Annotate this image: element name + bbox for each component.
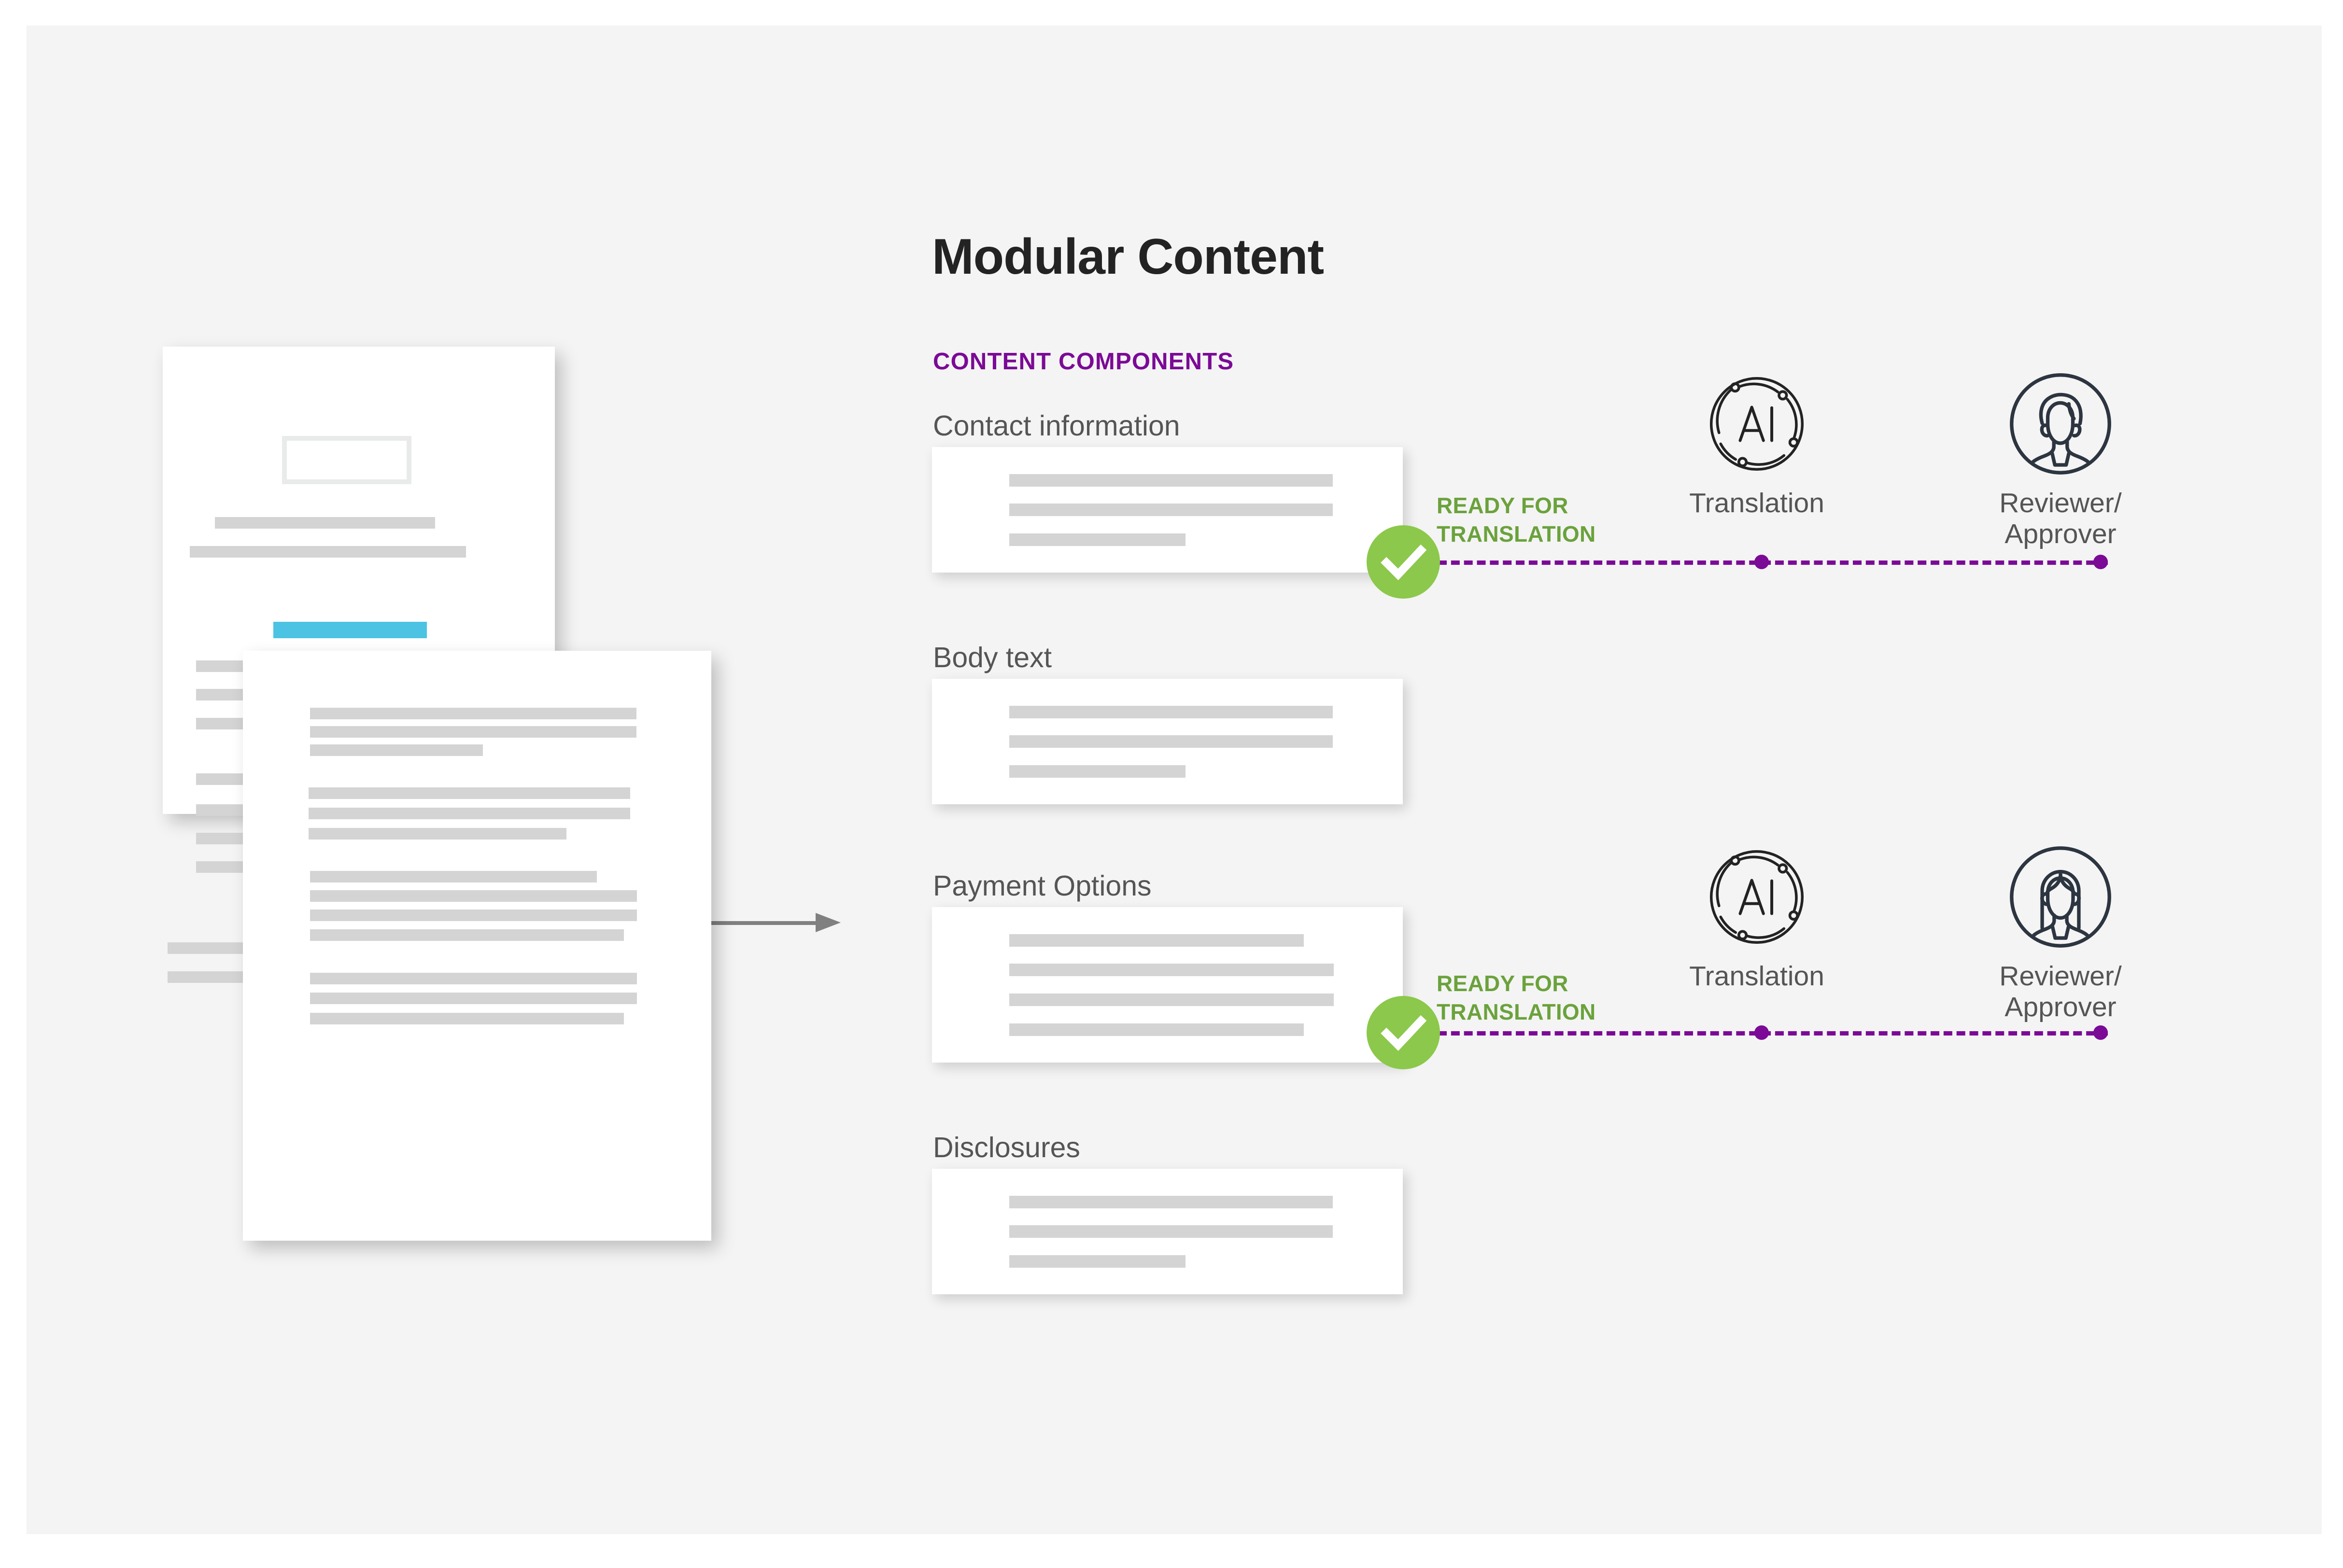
document-line: [190, 546, 466, 558]
card-line: [1009, 1196, 1333, 1208]
document-line: [310, 973, 637, 984]
card-line: [1009, 1225, 1333, 1238]
flow-arrow-icon: [706, 913, 846, 932]
document-line: [310, 910, 637, 921]
connector-node: [1754, 555, 1769, 569]
document-line: [310, 871, 597, 882]
document-line: [309, 828, 566, 840]
document-line: [310, 993, 637, 1004]
document-line: [215, 517, 435, 529]
connector-node: [1754, 1025, 1769, 1040]
stage-caption: Translation: [1689, 488, 1824, 518]
ready-check-badge-bottom[interactable]: [1367, 996, 1440, 1069]
connector-dashed-line: [1438, 1031, 2108, 1036]
card-line: [1009, 533, 1186, 546]
avatar-person-icon: [2010, 373, 2111, 475]
card-line: [1009, 765, 1186, 778]
document-line: [309, 808, 630, 819]
source-document-stack: [27, 26, 712, 1281]
ai-icon: [1709, 850, 1804, 944]
card-line: [1009, 504, 1333, 516]
avatar-person-long-hair-icon: [2010, 846, 2111, 948]
page-title: Modular Content: [932, 229, 1324, 285]
modular-content-panel: Modular Content CONTENT COMPONENTS Conta…: [932, 26, 2322, 1534]
workflow-stage-reviewer-bottom[interactable]: Reviewer/ Approver: [1983, 841, 2138, 1023]
card-line: [1009, 1023, 1304, 1036]
component-label: Body text: [933, 642, 1052, 673]
document-highlight-bar: [273, 622, 427, 638]
component-card[interactable]: [932, 1169, 1403, 1294]
stage-caption: Translation: [1689, 961, 1824, 992]
document-line: [310, 890, 637, 902]
component-label: Payment Options: [933, 870, 1152, 902]
card-line: [1009, 706, 1333, 718]
card-line: [1009, 964, 1334, 976]
component-card[interactable]: [932, 679, 1403, 804]
arrow-head: [816, 913, 841, 932]
workflow-connector-bottom: [1438, 1022, 2108, 1044]
document-line: [310, 744, 483, 756]
workflow-connector-top: [1438, 552, 2108, 573]
document-line: [310, 726, 636, 738]
connector-dashed-line: [1438, 560, 2108, 565]
component-card[interactable]: [932, 447, 1403, 573]
status-badge-ready-top: READY FOR TRANSLATION: [1437, 493, 1596, 546]
component-label: Disclosures: [933, 1132, 1080, 1163]
status-badge-ready-bottom: READY FOR TRANSLATION: [1437, 971, 1596, 1024]
connector-node: [2093, 555, 2108, 569]
arrow-shaft: [706, 921, 818, 925]
workflow-stage-reviewer-top[interactable]: Reviewer/ Approver: [1983, 368, 2138, 550]
card-line: [1009, 474, 1333, 487]
stage-caption: Reviewer/ Approver: [1999, 961, 2122, 1022]
component-card[interactable]: [932, 907, 1403, 1063]
check-icon: [1381, 1015, 1427, 1051]
card-line: [1009, 994, 1334, 1006]
document-line: [309, 787, 630, 799]
document-header-box: [282, 436, 411, 484]
check-icon: [1381, 544, 1427, 580]
card-line: [1009, 735, 1333, 748]
component-label: Contact information: [933, 410, 1180, 442]
ai-icon: [1709, 377, 1804, 471]
document-line: [310, 1013, 624, 1024]
document-line: [310, 929, 624, 941]
workflow-stage-translation-bottom[interactable]: Translation: [1680, 841, 1834, 992]
source-document-front[interactable]: [243, 651, 711, 1241]
card-line: [1009, 1255, 1186, 1268]
stage-caption: Reviewer/ Approver: [1999, 488, 2122, 549]
ready-check-badge-top[interactable]: [1367, 525, 1440, 599]
section-label: CONTENT COMPONENTS: [933, 349, 1234, 375]
diagram-canvas: Modular Content CONTENT COMPONENTS Conta…: [27, 26, 2322, 1534]
document-line: [310, 708, 636, 719]
card-line: [1009, 934, 1304, 947]
workflow-stage-translation-top[interactable]: Translation: [1680, 368, 1834, 519]
connector-node: [2093, 1025, 2108, 1040]
